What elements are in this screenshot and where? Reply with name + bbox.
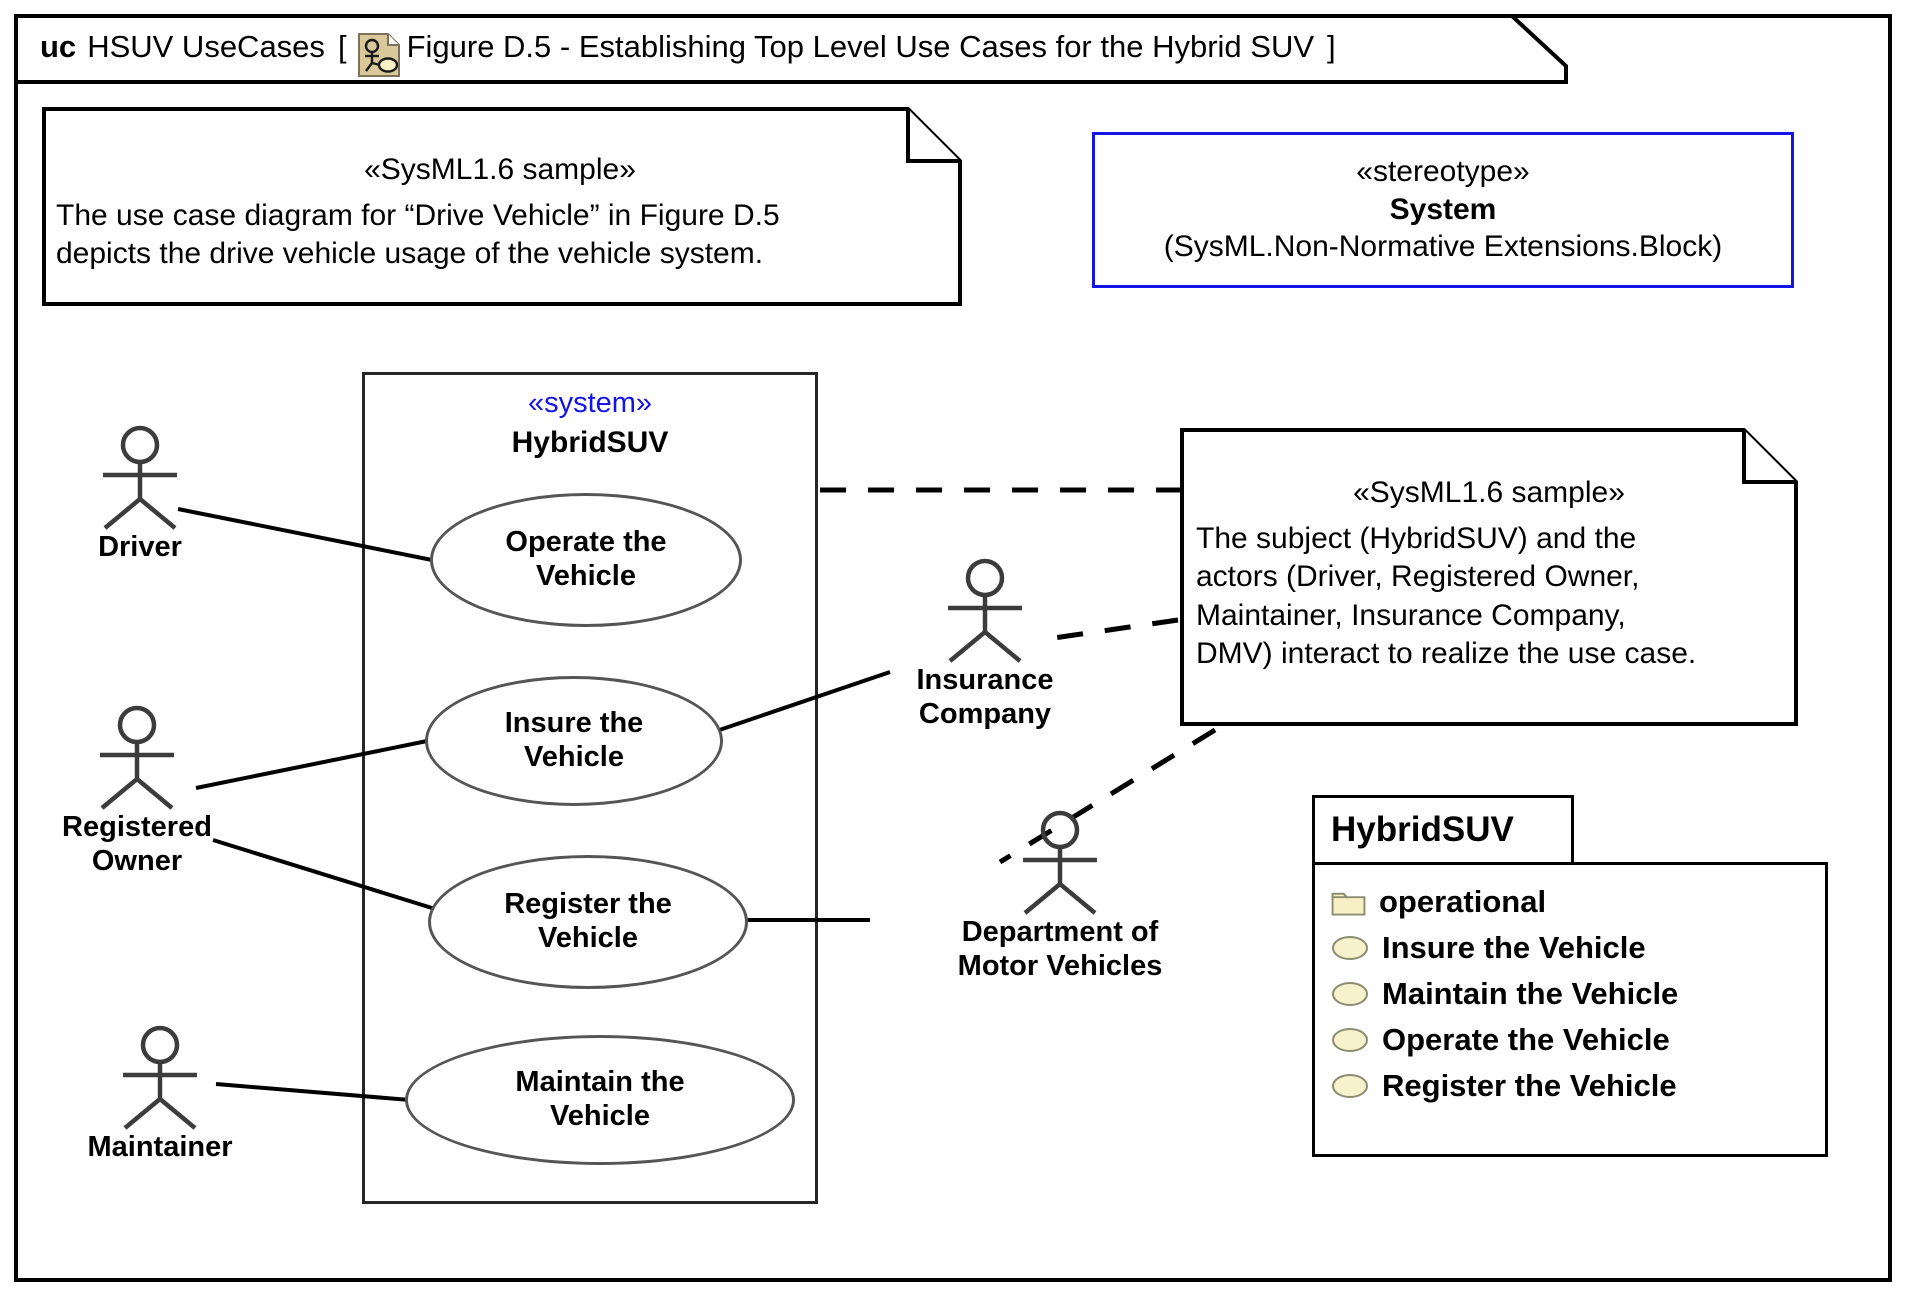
actor-label-line2: Company bbox=[918, 697, 1052, 730]
diagram-kind-keyword: uc bbox=[40, 29, 77, 64]
use-case-label-line1: Operate the bbox=[505, 526, 667, 559]
package-item-operational[interactable]: operational bbox=[1331, 879, 1825, 925]
bracket-close: ] bbox=[1327, 29, 1336, 64]
actor-label-line1: Maintainer bbox=[87, 1131, 233, 1163]
package-item-operate-the-vehicle[interactable]: Operate the Vehicle bbox=[1331, 1017, 1825, 1063]
package-item-insure-the-vehicle[interactable]: Insure the Vehicle bbox=[1331, 925, 1825, 971]
note-text: The subject (HybridSUV) and the actors (… bbox=[1196, 520, 1782, 674]
bracket-open: [ bbox=[337, 29, 347, 64]
note-stereotype: «SysML1.6 sample» bbox=[1353, 476, 1625, 509]
package-tab: HybridSUV bbox=[1312, 795, 1574, 865]
actor-label-line2: Owner bbox=[91, 844, 183, 877]
actor-stick-figure-icon bbox=[1023, 810, 1097, 915]
actor-driver[interactable]: Driver bbox=[60, 425, 220, 565]
ellipse-icon bbox=[1332, 936, 1368, 960]
actor-label: Maintainer bbox=[80, 1131, 240, 1165]
actor-stick-figure-icon bbox=[948, 558, 1022, 663]
use-case-insure-the-vehicle[interactable]: Insure the Vehicle bbox=[425, 676, 723, 806]
frame-tab-shape bbox=[14, 14, 1568, 84]
actor-label-line1: Registered bbox=[62, 811, 212, 843]
package-title: HybridSUV bbox=[1331, 810, 1514, 849]
package-item-register-the-vehicle[interactable]: Register the Vehicle bbox=[1331, 1063, 1825, 1109]
system-stereotype: «system» bbox=[527, 387, 653, 419]
ellipse-icon bbox=[1332, 1028, 1368, 1052]
package-contents: operational Insure the Vehicle Maintain … bbox=[1312, 862, 1828, 1157]
diagram-title: uc HSUV UseCases [ Figure D.5 - Establis… bbox=[40, 14, 1340, 80]
use-case-register-the-vehicle[interactable]: Register the Vehicle bbox=[428, 855, 748, 989]
package-item-label: Register the Vehicle bbox=[1382, 1068, 1677, 1103]
use-case-diagram-icon bbox=[357, 33, 400, 77]
use-case-label-line1: Insure the bbox=[504, 707, 644, 740]
package-item-label: operational bbox=[1379, 884, 1547, 919]
note-sysml-sample-right: «SysML1.6 sample» The subject (HybridSUV… bbox=[1180, 428, 1798, 726]
use-case-maintain-the-vehicle[interactable]: Maintain the Vehicle bbox=[405, 1035, 795, 1165]
package-hybridsuv: HybridSUV operational Insure the Vehicle bbox=[1312, 795, 1828, 1157]
use-case-label-line2: Vehicle bbox=[538, 922, 638, 954]
actor-label-line1: Driver bbox=[98, 531, 182, 563]
package-item-label: Insure the Vehicle bbox=[1382, 930, 1646, 965]
note-line: The subject (HybridSUV) and the bbox=[1196, 522, 1637, 555]
note-line: depicts the drive vehicle usage of the v… bbox=[56, 237, 764, 271]
actor-label-line2: Motor Vehicles bbox=[957, 949, 1163, 982]
ellipse-icon bbox=[1332, 1074, 1368, 1098]
actor-label: Insurance Company bbox=[905, 664, 1065, 731]
actor-label-line1: Department of bbox=[961, 916, 1159, 948]
stereotype-block: «stereotype» System (SysML.Non-Normative… bbox=[1092, 132, 1794, 288]
actor-label-line1: Insurance bbox=[916, 664, 1054, 696]
system-name: HybridSUV bbox=[511, 426, 669, 459]
actor-stick-figure-icon bbox=[103, 425, 177, 530]
actor-department-of-motor-vehicles[interactable]: Department of Motor Vehicles bbox=[925, 810, 1195, 983]
ellipse-icon bbox=[1332, 982, 1368, 1006]
actor-maintainer[interactable]: Maintainer bbox=[80, 1025, 240, 1165]
note-stereotype: «SysML1.6 sample» bbox=[364, 153, 636, 186]
note-line: Maintainer, Insurance Company, bbox=[1196, 598, 1626, 632]
diagram-frame-title: Figure D.5 - Establishing Top Level Use … bbox=[406, 29, 1315, 64]
note-text: The use case diagram for “Drive Vehicle”… bbox=[56, 197, 944, 274]
note-line: DMV) interact to realize the use case. bbox=[1196, 637, 1697, 671]
stereotype-keyword: «stereotype» bbox=[1356, 155, 1530, 189]
package-item-label: Maintain the Vehicle bbox=[1382, 976, 1679, 1011]
note-line: actors (Driver, Registered Owner, bbox=[1196, 560, 1640, 594]
use-case-label-line2: Vehicle bbox=[550, 1100, 650, 1132]
actor-stick-figure-icon bbox=[123, 1025, 197, 1130]
use-case-label-line1: Maintain the bbox=[515, 1066, 685, 1099]
note-sysml-sample-left: «SysML1.6 sample» The use case diagram f… bbox=[42, 107, 962, 306]
note-shape bbox=[42, 107, 962, 306]
use-case-label-line2: Vehicle bbox=[536, 560, 636, 592]
diagram-model-name: HSUV UseCases bbox=[87, 29, 325, 64]
actor-stick-figure-icon bbox=[100, 705, 174, 810]
stereotype-qualified-name: (SysML.Non-Normative Extensions.Block) bbox=[1163, 229, 1723, 263]
package-item-label: Operate the Vehicle bbox=[1382, 1022, 1670, 1057]
actor-label: Department of Motor Vehicles bbox=[925, 916, 1195, 983]
actor-label: Registered Owner bbox=[57, 811, 217, 878]
folder-icon bbox=[1331, 892, 1366, 916]
actor-label: Driver bbox=[60, 531, 220, 565]
note-shape bbox=[1180, 428, 1798, 726]
use-case-operate-the-vehicle[interactable]: Operate the Vehicle bbox=[430, 493, 742, 627]
actor-registered-owner[interactable]: Registered Owner bbox=[57, 705, 217, 878]
actor-insurance-company[interactable]: Insurance Company bbox=[905, 558, 1065, 731]
package-item-maintain-the-vehicle[interactable]: Maintain the Vehicle bbox=[1331, 971, 1825, 1017]
use-case-label-line2: Vehicle bbox=[524, 741, 624, 773]
note-line: The use case diagram for “Drive Vehicle”… bbox=[56, 199, 780, 232]
use-case-label-line1: Register the bbox=[504, 888, 672, 921]
stereotype-name: System bbox=[1389, 192, 1497, 226]
